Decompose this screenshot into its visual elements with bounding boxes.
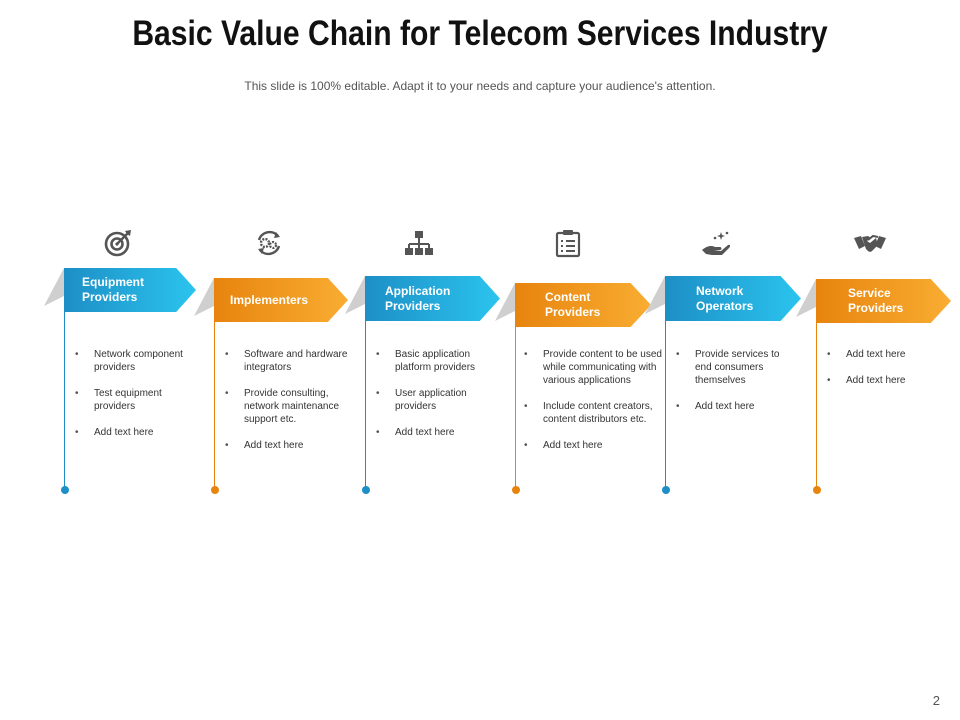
bullet-item: Add text here [827,348,945,361]
hand-sparkle-icon [701,228,731,258]
slide-subtitle: This slide is 100% editable. Adapt it to… [244,79,716,93]
bullet-item: Network component providers [75,348,197,374]
timeline-dot [512,486,520,494]
bullet-item: Add text here [676,400,794,413]
bullet-item: Add text here [376,426,498,439]
bullet-item: Software and hardware integrators [225,348,350,374]
bullet-item: Add text here [75,426,197,439]
bullet-item: Add text here [827,374,945,387]
bullet-item: Test equipment providers [75,387,197,413]
stage-implementers: Implementers Software and hardware integ… [190,0,348,720]
stage-label-line2: Providers [848,301,904,315]
slide-title: Basic Value Chain for Telecom Services I… [132,14,828,53]
stage-bullet-list: Network component providers Test equipme… [75,348,197,452]
hierarchy-icon [404,228,434,258]
bullet-item: Provide services to end consumers themse… [676,348,794,387]
gears-icon [254,228,284,258]
stage-label-line2: Providers [545,305,601,319]
clipboard-icon [553,228,583,258]
page-number: 2 [932,693,940,708]
stage-label-line2: Providers [82,290,138,304]
timeline-line [64,312,65,488]
timeline-dot [211,486,219,494]
stage-label-line1: Network [696,283,744,298]
bullet-item: Provide consulting, network maintenance … [225,387,350,426]
timeline-dot [362,486,370,494]
timeline-line [816,323,817,488]
timeline-line [365,321,366,488]
stage-label-line1: Implementers [230,292,309,307]
stage-label-line1: Content [545,290,591,304]
timeline-line [665,321,666,488]
bullet-item: Add text here [225,439,350,452]
timeline-dot [813,486,821,494]
stage-label-line2: Providers [385,298,441,313]
target-icon [103,228,133,258]
stage-label-line1: Service [848,286,891,300]
stage-banner: Implementers [214,278,348,322]
stage-bullet-list: Provide services to end consumers themse… [676,348,794,426]
stage-bullet-list: Provide content to be used while communi… [524,348,664,465]
stage-bullet-list: Basic application platform providers Use… [376,348,498,452]
stage-label-line1: Equipment [82,275,144,289]
stage-bullet-list: Add text here Add text here [827,348,945,400]
bullet-item: Include content creators, content distri… [524,400,664,426]
timeline-dot [61,486,69,494]
timeline-line [214,322,215,488]
timeline-line [515,327,516,488]
handshake-icon [853,228,886,258]
stage-label-line1: Application [385,283,451,298]
bullet-item: Add text here [524,439,664,452]
bullet-item: Provide content to be used while communi… [524,348,664,387]
bullet-item: User application providers [376,387,498,413]
stage-label-line2: Operators [696,298,754,313]
bullet-item: Basic application platform providers [376,348,498,374]
stage-bullet-list: Software and hardware integrators Provid… [225,348,350,465]
timeline-dot [662,486,670,494]
